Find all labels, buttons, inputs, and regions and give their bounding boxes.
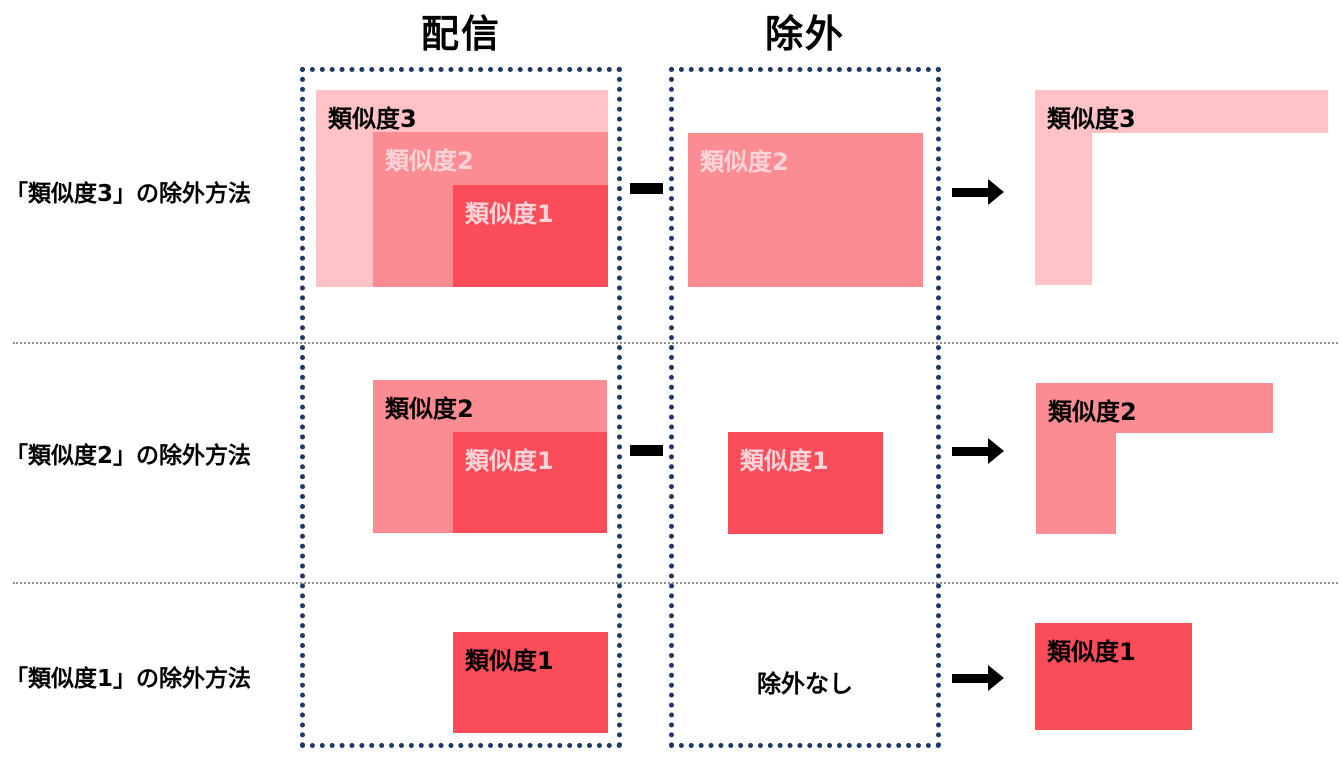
row2-delivery-similarity1-label: 類似度1 <box>465 447 554 475</box>
arrow-head <box>988 179 1004 205</box>
row3-exclusion-none-text: 除外なし <box>757 670 853 698</box>
row1-delivery-similarity2-label: 類似度2 <box>385 147 474 175</box>
minus-icon <box>630 183 663 194</box>
minus-icon <box>630 445 663 456</box>
row2-result-lshape-vertical-bar <box>1036 383 1116 534</box>
row3-label: 「類似度1」の除外方法 <box>5 666 252 692</box>
arrow-shaft <box>952 446 988 456</box>
row1-exclusion-similarity2-label: 類似度2 <box>700 148 789 176</box>
arrow-right-icon <box>952 665 1004 691</box>
arrow-right-icon <box>952 179 1004 205</box>
row1-label: 「類似度3」の除外方法 <box>5 181 252 207</box>
row2-result-label: 類似度2 <box>1048 398 1137 426</box>
row1-result-lshape-vertical-bar <box>1035 90 1092 285</box>
arrow-right-icon <box>952 438 1004 464</box>
exclusion-column-box <box>669 67 941 748</box>
row1-delivery-similarity1-rect: 類似度1 <box>453 185 608 287</box>
delivery-column-box <box>300 67 622 748</box>
arrow-head <box>988 438 1004 464</box>
column-header-exclusion: 除外 <box>764 11 845 56</box>
row1-delivery-similarity1-label: 類似度1 <box>465 200 554 228</box>
row2-delivery-similarity1-rect: 類似度1 <box>453 432 607 533</box>
row1-exclusion-similarity2-rect: 類似度2 <box>688 133 923 287</box>
row1-result-label: 類似度3 <box>1047 105 1136 133</box>
row-divider <box>13 582 1338 584</box>
arrow-head <box>988 665 1004 691</box>
row2-label: 「類似度2」の除外方法 <box>5 443 252 469</box>
arrow-shaft <box>952 187 988 197</box>
row2-delivery-similarity2-label: 類似度2 <box>385 395 474 423</box>
row-divider <box>13 342 1338 344</box>
row2-exclusion-similarity1-rect: 類似度1 <box>728 432 883 534</box>
row2-exclusion-similarity1-label: 類似度1 <box>740 447 829 475</box>
row3-delivery-similarity1-rect: 類似度1 <box>453 632 608 733</box>
row3-result-label: 類似度1 <box>1047 638 1136 666</box>
row1-delivery-similarity3-label: 類似度3 <box>328 105 417 133</box>
column-header-delivery: 配信 <box>420 11 501 56</box>
arrow-shaft <box>952 673 988 683</box>
row3-delivery-similarity1-label: 類似度1 <box>465 647 554 675</box>
row3-result-rect: 類似度1 <box>1035 623 1192 730</box>
